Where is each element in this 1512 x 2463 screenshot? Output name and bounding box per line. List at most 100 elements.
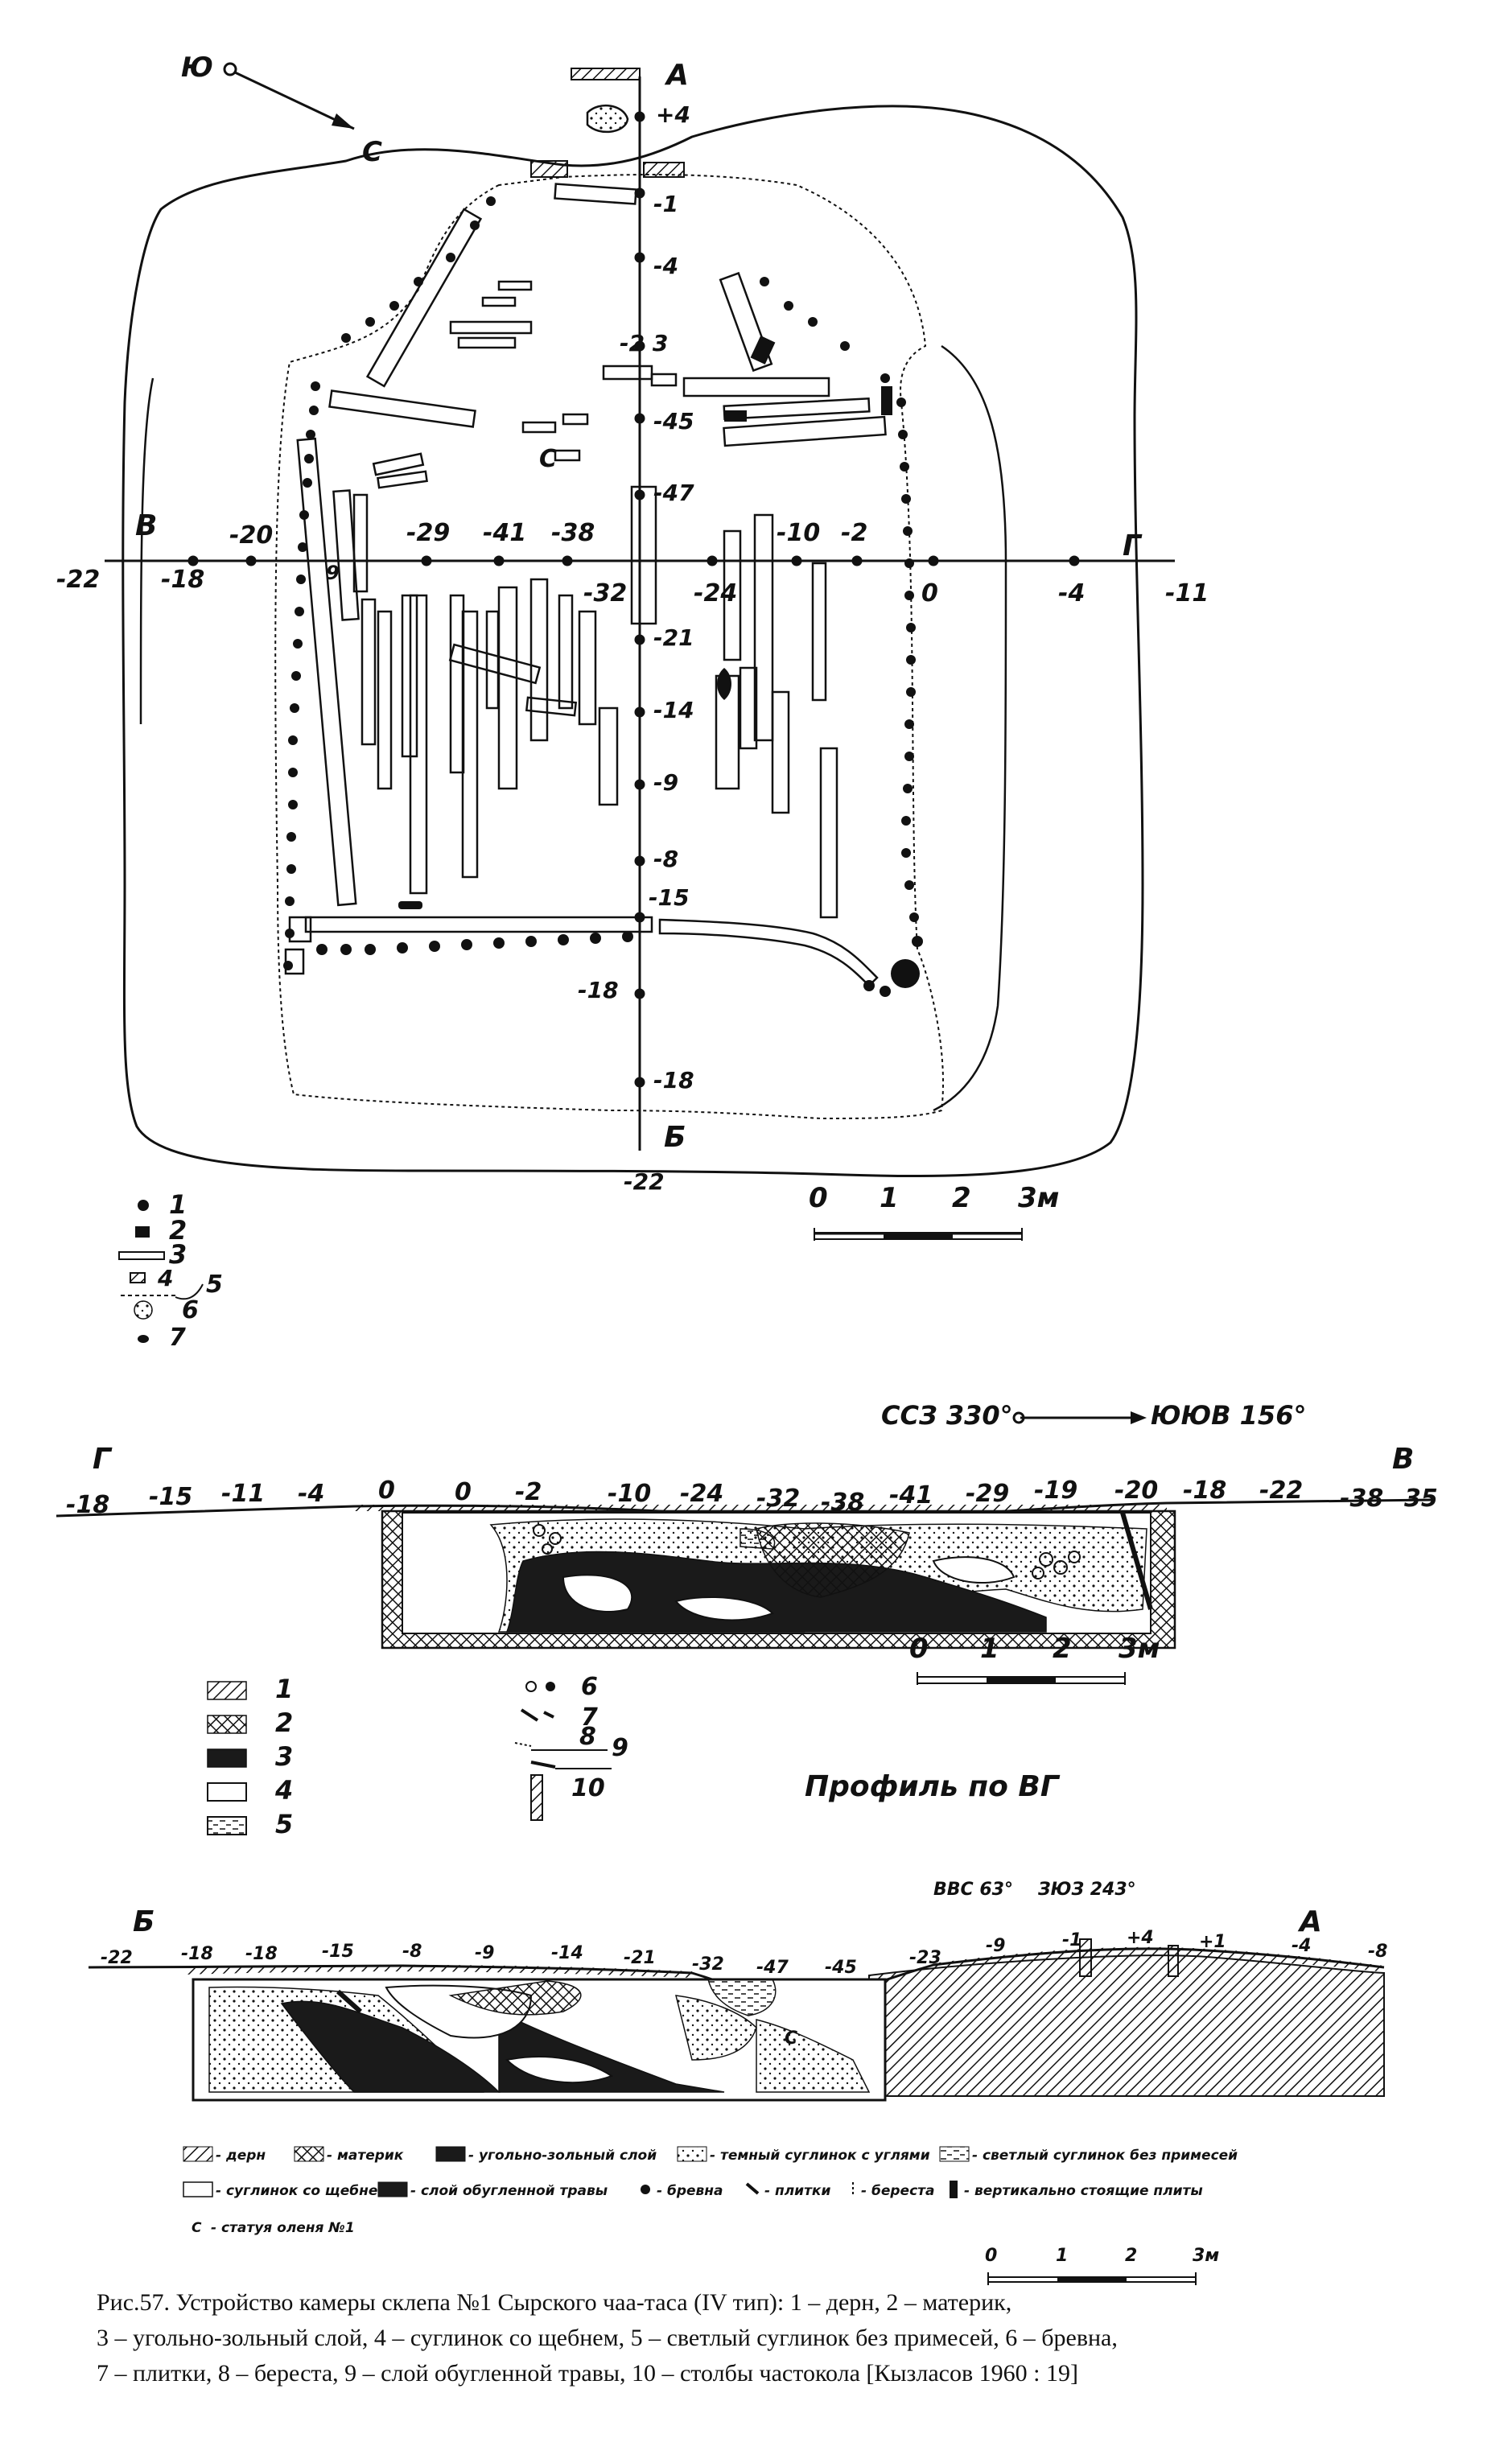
svg-text:5: 5	[275, 1809, 293, 1839]
profile-ba-end-left: Б	[133, 1905, 154, 1938]
svg-text:3: 3	[169, 1239, 187, 1270]
axis-label-v: В	[135, 509, 157, 542]
svg-text:С: С	[785, 2028, 797, 2049]
plan-logs	[284, 183, 887, 987]
profile-vg-legend-right: 6 7 8 9 10	[514, 1673, 628, 1821]
svg-text:С: С	[192, 2220, 202, 2236]
svg-text:0: 0	[378, 1477, 395, 1505]
plan-scale-bar: 0 1 2 3м	[809, 1182, 1059, 1241]
caption-line-1: Рис.57. Устройство камеры склепа №1 Сырс…	[97, 2289, 1012, 2316]
orientation-right-vg: ЮЮВ 156°	[1151, 1400, 1306, 1431]
svg-text:-9: -9	[986, 1936, 1005, 1956]
svg-text:6: 6	[182, 1296, 199, 1324]
svg-text:- вертикально стоящие плиты: - вертикально стоящие плиты	[964, 2183, 1203, 2199]
svg-text:9: 9	[326, 562, 340, 584]
svg-text:1: 1	[880, 1182, 899, 1214]
svg-text:-19: -19	[1034, 1477, 1077, 1505]
svg-text:3м: 3м	[1193, 2246, 1219, 2266]
compass-arrow: Ю С	[181, 51, 382, 168]
svg-text:-38: -38	[551, 519, 595, 547]
profile-ba-legend: - дерн - материк - угольно-зольный слой …	[183, 2146, 1238, 2236]
svg-text:- темный суглинок с углями: - темный суглинок с углями	[710, 2148, 930, 2164]
svg-text:- угольно-зольный слой: - угольно-зольный слой	[468, 2148, 657, 2164]
svg-text:1: 1	[275, 1674, 293, 1704]
svg-text:-8: -8	[402, 1942, 422, 1962]
svg-text:- материк: - материк	[327, 2148, 404, 2164]
svg-text:-4: -4	[298, 1480, 324, 1508]
svg-text:-18: -18	[653, 1067, 694, 1094]
statue-mark: С	[539, 445, 557, 473]
svg-text:-20: -20	[1114, 1477, 1158, 1505]
svg-text:-4: -4	[1292, 1936, 1311, 1956]
svg-text:-4: -4	[653, 253, 678, 279]
svg-text:+4: +4	[1127, 1928, 1154, 1948]
svg-text:- слой обугленной травы: - слой обугленной травы	[410, 2183, 608, 2199]
svg-text:-18: -18	[245, 1944, 278, 1964]
svg-text:2: 2	[275, 1707, 293, 1738]
profile-vg-legend-left: 1 2 3 4 5	[207, 1674, 293, 1839]
svg-text:-2: -2	[515, 1478, 542, 1506]
svg-text:-45: -45	[653, 408, 694, 435]
fence-outline	[274, 174, 945, 1120]
svg-text:-8: -8	[1368, 1942, 1387, 1962]
compass-south-label: Ю	[181, 51, 213, 84]
svg-text:- статуя оленя №1: - статуя оленя №1	[211, 2220, 355, 2236]
svg-text:-15: -15	[149, 1483, 192, 1511]
svg-text:-8: -8	[653, 846, 678, 872]
orientation-left-ba: ВВС 63°	[933, 1880, 1013, 1900]
svg-text:7: 7	[169, 1324, 186, 1352]
profile-ba-scale: 0 1 2 3м	[985, 2246, 1219, 2285]
svg-text:0: 0	[809, 1182, 828, 1214]
svg-text:1: 1	[980, 1633, 999, 1665]
svg-text:3м: 3м	[1119, 1633, 1160, 1665]
svg-text:-4: -4	[1058, 579, 1085, 608]
svg-text:-29: -29	[966, 1480, 1009, 1508]
figure-caption: Рис.57. Устройство камеры склепа №1 Сырс…	[97, 2285, 1465, 2391]
section-lines	[105, 76, 1175, 1151]
svg-text:4: 4	[274, 1775, 293, 1806]
axis-label-b: Б	[664, 1121, 686, 1154]
svg-text:10: 10	[571, 1774, 605, 1802]
svg-text:-24: -24	[680, 1480, 723, 1508]
caption-line-3: 7 – плитки, 8 – береста, 9 – слой обугле…	[97, 2360, 1078, 2387]
axis-label-a: А	[664, 59, 689, 92]
svg-text:3: 3	[275, 1741, 293, 1772]
svg-text:-18: -18	[578, 977, 619, 1003]
profile-vg: ССЗ 330° ЮЮВ 156° Г В -18 -15 -11 -4 0 0…	[56, 1400, 1438, 1839]
plan-legend: 1 2 3 4 5 6 7	[118, 1189, 223, 1352]
svg-text:-10: -10	[608, 1480, 651, 1508]
svg-text:7: 7	[581, 1703, 598, 1732]
svg-text:- бревна: - бревна	[657, 2183, 723, 2199]
svg-text:-32: -32	[583, 579, 627, 608]
svg-text:-18: -18	[161, 566, 204, 594]
svg-text:-29: -29	[406, 519, 450, 547]
svg-text:- береста: - береста	[861, 2183, 934, 2199]
svg-text:-11: -11	[221, 1480, 265, 1508]
svg-text:-18: -18	[181, 1944, 213, 1964]
svg-text:-21: -21	[624, 1948, 656, 1968]
mound-outline	[122, 105, 1144, 1178]
svg-text:-1: -1	[653, 191, 678, 217]
svg-text:-15: -15	[322, 1942, 354, 1962]
horizontal-axis-marks: -22 -18 -20 -29 -41 -38 -32 -24 -10 -2 0…	[56, 519, 1209, 608]
svg-text:-2 3: -2 3	[620, 330, 668, 356]
svg-text:0: 0	[985, 2246, 997, 2266]
svg-text:-9: -9	[653, 769, 678, 796]
svg-text:0: 0	[455, 1478, 472, 1506]
svg-text:-24: -24	[694, 579, 737, 608]
fence-posts	[283, 196, 923, 997]
svg-text:5: 5	[206, 1271, 223, 1299]
svg-text:2: 2	[169, 1215, 187, 1246]
svg-text:-22: -22	[56, 566, 100, 594]
svg-text:-22: -22	[1259, 1477, 1303, 1505]
vertical-axis-marks: +4 -1 -4 -2 3 -45 -47 -21 -14 -9 -8 -15 …	[578, 101, 694, 1195]
svg-text:1: 1	[169, 1189, 187, 1220]
profile-vg-end-right: В	[1392, 1443, 1414, 1476]
profile-ba-marks: -22 -18 -18 -15 -8 -9 -14 -21 -32 -47 -4…	[101, 1928, 1387, 1978]
svg-text:-14: -14	[653, 697, 694, 723]
svg-text:1: 1	[1056, 2246, 1068, 2266]
svg-text:-1: -1	[1062, 1930, 1081, 1950]
svg-text:- плитки: - плитки	[764, 2183, 830, 2199]
axis-label-g: Г	[1123, 529, 1143, 562]
